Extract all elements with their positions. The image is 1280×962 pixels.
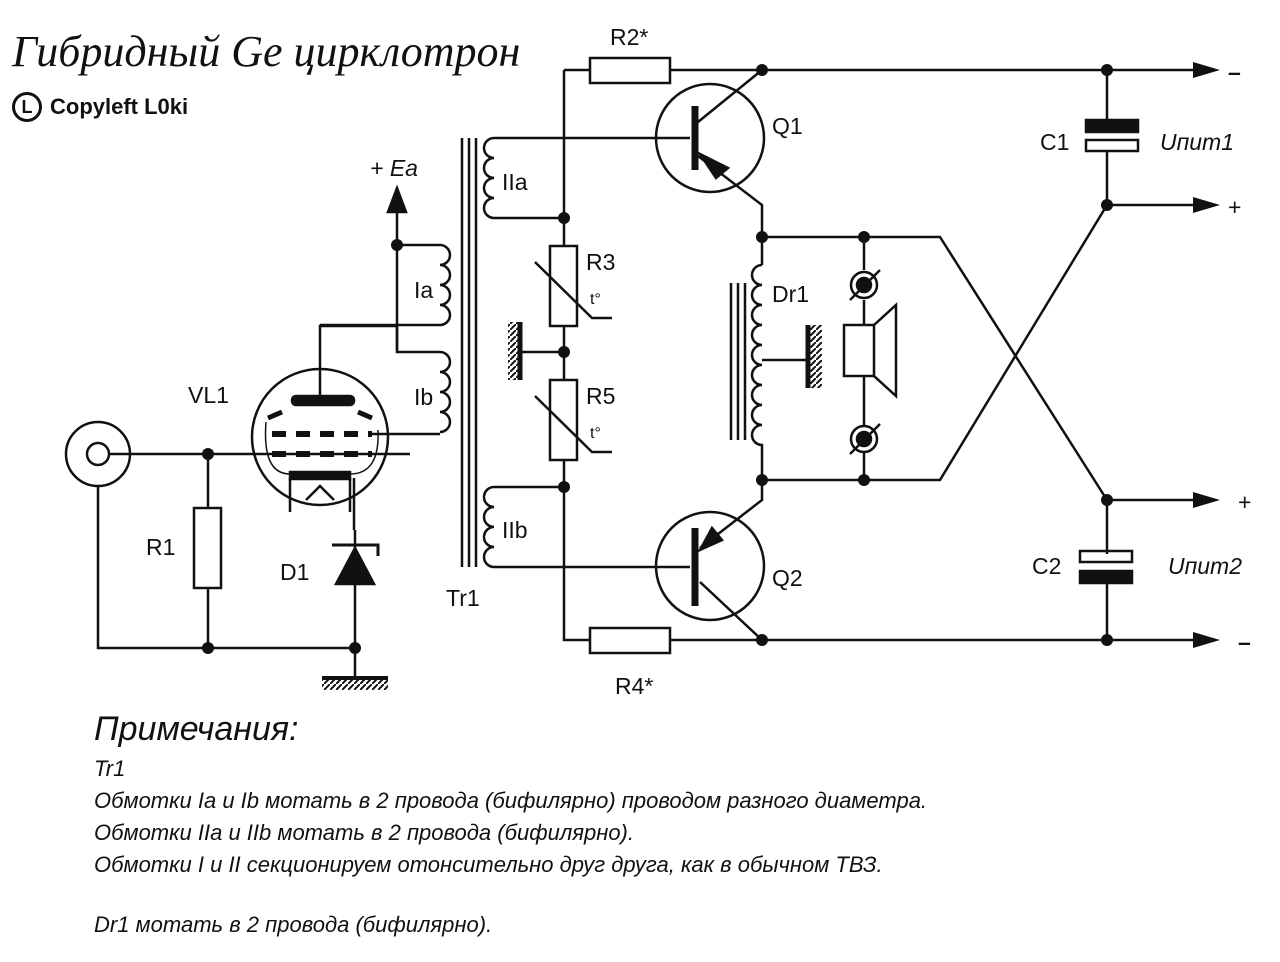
label-dr1: Dr1 [772, 281, 809, 307]
label-ia: Ia [414, 277, 433, 303]
label-rail-minus-1: – [1228, 59, 1241, 85]
label-r2: R2* [610, 24, 648, 50]
bias-chain-wires [562, 68, 690, 642]
label-r3: R3 [586, 249, 615, 275]
junction-dots-output [756, 64, 1113, 646]
winding-ib [395, 326, 452, 434]
label-c1: C1 [1040, 129, 1069, 155]
label-c2: C2 [1032, 553, 1061, 579]
schematic-title: Гибридный Ge цирклотрон [12, 27, 521, 76]
label-iib: IIb [502, 517, 528, 543]
transistor-q1 [654, 69, 766, 237]
ground-symbol-bias [508, 322, 564, 380]
label-d1: D1 [280, 559, 309, 585]
thermistor-r5 [534, 378, 612, 462]
resistor-r1 [192, 506, 223, 590]
copyleft-icon: L [12, 92, 42, 122]
label-upit1: Uпит1 [1160, 129, 1234, 155]
label-tr1: Tr1 [446, 585, 480, 611]
capacitor-c2 [1078, 549, 1134, 585]
copyleft-text: Copyleft L0ki [50, 94, 189, 119]
transformer-core-tr1 [460, 138, 478, 567]
speaker [842, 237, 898, 480]
notes-spacer [94, 881, 927, 909]
tube-vl1 [250, 324, 397, 530]
resistor-r2 [588, 56, 672, 85]
label-rail-plus-1: + [1228, 194, 1241, 220]
thermistor-r3 [534, 244, 612, 328]
label-r4: R4* [615, 673, 653, 699]
transistor-q2 [654, 480, 766, 641]
label-ib: Ib [414, 384, 433, 410]
label-r1: R1 [146, 534, 175, 560]
copyleft-notice: L Copyleft L0ki [12, 92, 188, 122]
winding-iib [482, 485, 690, 569]
capacitor-c1 [1084, 118, 1140, 153]
notes-section: Примечания: Tr1 Обмотки Ia и Ib мотать в… [94, 710, 927, 941]
label-rail-plus-2: + [1238, 489, 1251, 515]
label-q1: Q1 [772, 113, 803, 139]
note-line: Обмотки Ia и Ib мотать в 2 провода (бифи… [94, 788, 928, 813]
ground-symbol-d1 [322, 672, 388, 690]
note-line: Dr1 мотать в 2 провода (бифилярно). [94, 912, 493, 937]
label-rail-minus-2: – [1238, 629, 1251, 655]
supply-rails [670, 68, 1195, 642]
input-wires [96, 452, 410, 650]
label-r5: R5 [586, 383, 615, 409]
note-line: Обмотки IIa и IIb мотать в 2 провода (би… [94, 820, 634, 845]
winding-iia [482, 136, 564, 220]
label-r3-temp: t° [590, 291, 601, 308]
note-line: Обмотки I и II секционируем отонсительно… [94, 852, 883, 877]
note-line: Tr1 [94, 756, 126, 781]
label-r5-temp: t° [590, 425, 601, 442]
label-iia: IIa [502, 169, 528, 195]
junction-dots-bias [558, 212, 570, 493]
resistor-r4 [588, 626, 672, 655]
winding-ia [320, 243, 452, 327]
label-ea: + Ea [370, 155, 418, 181]
junction-dots-input [202, 448, 361, 654]
label-upit2: Uпит2 [1168, 553, 1242, 579]
label-q2: Q2 [772, 565, 803, 591]
diode-d1 [332, 530, 380, 672]
label-vl1: VL1 [188, 382, 229, 408]
choke-dr1 [729, 263, 822, 455]
supply-arrows [1193, 62, 1220, 648]
notes-heading: Примечания: [94, 710, 299, 748]
